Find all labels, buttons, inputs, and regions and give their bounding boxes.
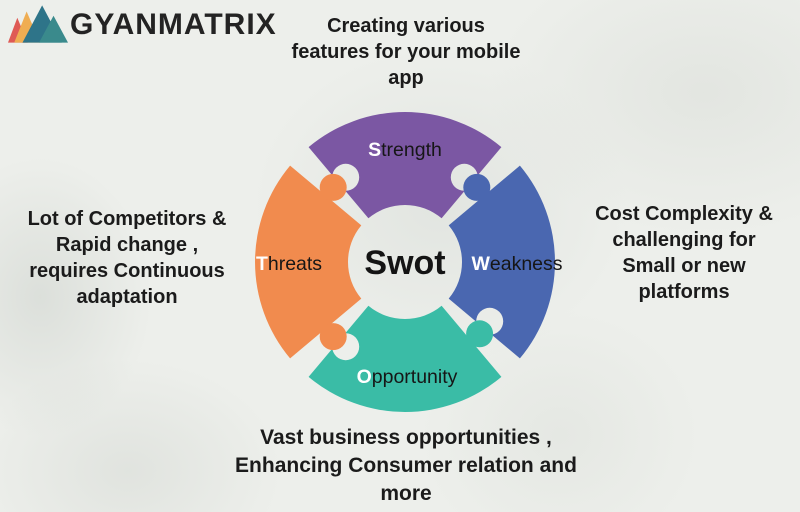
caption-line: more (380, 482, 432, 505)
weakness-sector (448, 165, 555, 359)
segment-opportunity-piece (308, 305, 502, 412)
threats-label: Threats (256, 253, 322, 275)
caption-line: requires Continuous (29, 260, 225, 282)
segment-weakness-piece (448, 165, 555, 359)
diagram-center-title: Swot (364, 244, 445, 282)
caption-line: platforms (638, 281, 730, 303)
caption-line: Cost Complexity & (595, 203, 773, 225)
threats-first-letter: T (256, 253, 268, 275)
threats-knob-top (319, 173, 347, 201)
caption-line: features for your mobile (291, 41, 521, 63)
opportunity-sector (308, 305, 502, 412)
caption-threats: Lot of Competitors & Rapid change , requ… (12, 206, 242, 310)
opportunity-first-letter: O (357, 366, 372, 388)
caption-opportunity: Vast business opportunities , Enhancing … (216, 424, 596, 508)
logo-triangle-teal (39, 15, 68, 43)
caption-weakness: Cost Complexity & challenging for Small … (569, 201, 799, 305)
caption-strength: Creating various features for your mobil… (256, 13, 556, 91)
strength-sector (308, 112, 502, 219)
caption-line: Lot of Competitors & (27, 208, 227, 230)
weakness-knob (463, 173, 491, 201)
caption-line: Creating various (327, 15, 485, 37)
caption-line: Vast business opportunities , (260, 426, 552, 449)
threats-sector (255, 165, 362, 359)
caption-line: Rapid change , (55, 234, 199, 256)
caption-line: Small or new (622, 255, 746, 277)
caption-line: challenging for (612, 229, 756, 251)
caption-line: Enhancing Consumer relation and (235, 454, 577, 477)
opportunity-rest: pportunity (372, 366, 458, 388)
opportunity-label: Opportunity (357, 366, 458, 388)
caption-line: app (388, 67, 424, 89)
segment-strength-piece (308, 112, 502, 219)
strength-first-letter: S (368, 139, 381, 161)
threats-rest: hreats (268, 253, 322, 275)
strength-label: Strength (368, 139, 442, 161)
mountain-logo-icon (8, 5, 68, 43)
opportunity-knob (466, 320, 494, 348)
segment-threats-piece (255, 165, 362, 359)
caption-line: adaptation (76, 286, 178, 308)
weakness-rest: eakness (490, 253, 563, 275)
strength-rest: trength (381, 139, 442, 161)
threats-knob-bottom (319, 323, 347, 351)
logo: GYANMATRIX (8, 4, 277, 46)
weakness-first-letter: W (471, 253, 490, 275)
weakness-label: Weakness (471, 253, 562, 275)
brand-name: GYANMATRIX (70, 8, 277, 41)
